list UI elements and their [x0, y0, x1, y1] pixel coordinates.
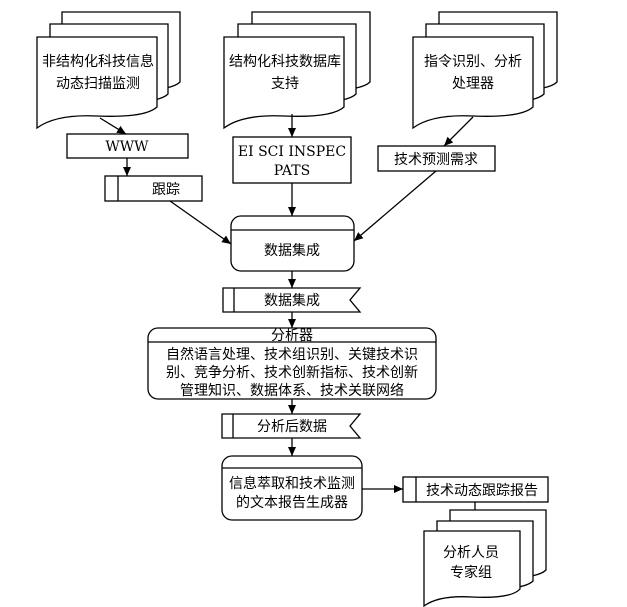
structured-db-line1: 结构化科技数据库	[229, 54, 341, 70]
tracking-report-store: 技术动态跟踪报告	[402, 476, 549, 503]
command-processor-line1: 指令识别、分析	[424, 54, 522, 70]
tech-forecast-box: 技术预测需求	[377, 145, 496, 172]
experts-line2: 专家组	[450, 564, 492, 581]
analyzer-body-line2: 别、竞争分析、技术创新指标、技术创新	[166, 364, 418, 381]
structured-db-line2: 支持	[271, 76, 299, 92]
report-generator-line1: 信息萃取和技术监测	[229, 475, 355, 492]
www-label: WWW	[105, 139, 149, 155]
analyzed-data-label: 分析后数据	[257, 419, 327, 435]
analyzer-title: 分析器	[271, 328, 313, 344]
tech-forecast-label: 技术预测需求	[394, 152, 478, 168]
databases-line1: EI SCI INSPEC	[238, 144, 346, 160]
unstructured-scan-docs: 非结构化科技信息 动态扫描监测	[36, 11, 181, 130]
unstructured-scan-line2: 动态扫描监测	[56, 76, 140, 92]
analyzer-box: 分析器 自然语言处理、技术组识别、关键技术识 别、竞争分析、技术创新指标、技术创…	[147, 327, 437, 400]
databases-box: EI SCI INSPEC PATS	[232, 136, 352, 184]
command-processor-line2: 处理器	[452, 76, 494, 92]
data-integration-process: 数据集成	[230, 215, 355, 272]
analyzer-body-line3: 管理知识、数据体系、技术关联网络	[180, 382, 404, 399]
databases-line2: PATS	[274, 163, 310, 179]
tracking-report-label: 技术动态跟踪报告	[426, 483, 538, 499]
data-integration-store-label: 数据集成	[264, 292, 320, 309]
data-integration-label: 数据集成	[264, 242, 320, 259]
experts-line1: 分析人员	[443, 545, 499, 561]
data-integration-store: 数据集成	[222, 287, 362, 313]
report-generator-line2: 的文本报告生成器	[236, 495, 348, 511]
experts-docs: 分析人员 专家组	[423, 509, 547, 607]
www-box: WWW	[66, 133, 189, 159]
analyzed-data-store: 分析后数据	[221, 413, 362, 439]
report-generator: 信息萃取和技术监测 的文本报告生成器	[221, 455, 363, 521]
tracking-store: 跟踪	[104, 175, 203, 202]
analyzer-body-line1: 自然语言处理、技术组识别、关键技术识	[166, 346, 418, 363]
command-processor-docs: 指令识别、分析 处理器	[412, 11, 558, 130]
unstructured-scan-line1: 非结构化科技信息	[42, 53, 154, 70]
structured-db-docs: 结构化科技数据库 支持	[223, 11, 371, 130]
tracking-label: 跟踪	[152, 182, 180, 198]
